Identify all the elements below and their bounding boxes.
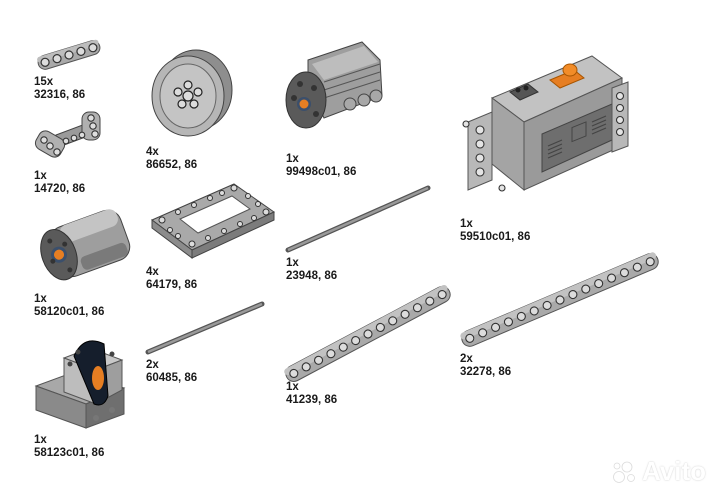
part-qty: 2x bbox=[460, 353, 473, 365]
technic-beam-5-icon bbox=[37, 39, 101, 70]
avito-wordmark: Avito bbox=[642, 456, 707, 486]
part-qty: 2x bbox=[146, 359, 159, 371]
part-label-23948: 1x 23948, 86 bbox=[286, 257, 337, 283]
part-code: 14720, 86 bbox=[34, 183, 86, 195]
axle-short-icon bbox=[145, 301, 265, 355]
technic-beam-13-icon bbox=[284, 284, 451, 382]
medium-motor-icon bbox=[40, 209, 131, 281]
part-label-64179: 4x 64179, 86 bbox=[146, 266, 197, 292]
avito-logo-icon bbox=[613, 461, 635, 483]
part-label-32316: 15x 32316, 86 bbox=[34, 76, 85, 102]
part-code: 60485, 86 bbox=[146, 372, 198, 384]
wheel-rim-icon bbox=[151, 49, 233, 137]
avito-watermark: Avito bbox=[612, 456, 706, 487]
part-qty: 1x bbox=[286, 257, 299, 269]
part-label-59510: 1x 59510c01, 86 bbox=[460, 218, 530, 244]
part-label-14720: 1x 14720, 86 bbox=[34, 170, 85, 196]
part-qty: 1x bbox=[460, 218, 473, 230]
part-qty: 1x bbox=[286, 381, 299, 393]
technic-beam-15-icon bbox=[460, 252, 659, 347]
part-label-58120: 1x 58120c01, 86 bbox=[34, 293, 104, 319]
part-qty: 1x bbox=[286, 153, 299, 165]
part-code: 58123c01, 86 bbox=[34, 447, 105, 459]
part-qty: 1x bbox=[34, 434, 47, 446]
part-label-58123: 1x 58123c01, 86 bbox=[34, 434, 104, 460]
part-code: 32278, 86 bbox=[460, 366, 512, 378]
part-code: 58120c01, 86 bbox=[34, 306, 105, 318]
part-qty: 4x bbox=[146, 146, 159, 158]
part-code: 59510c01, 86 bbox=[460, 231, 531, 243]
part-code: 86652, 86 bbox=[146, 159, 198, 171]
part-code: 99498c01, 86 bbox=[286, 166, 357, 178]
battery-box-icon bbox=[462, 55, 629, 192]
part-label-86652: 4x 86652, 86 bbox=[146, 146, 197, 172]
part-label-99498: 1x 99498c01, 86 bbox=[286, 153, 356, 179]
part-code: 41239, 86 bbox=[286, 394, 338, 406]
ir-receiver-icon bbox=[34, 340, 126, 429]
part-label-41239: 1x 41239, 86 bbox=[286, 381, 337, 407]
part-label-32278: 2x 32278, 86 bbox=[460, 353, 511, 379]
part-qty: 1x bbox=[34, 293, 47, 305]
technic-h-frame-icon bbox=[34, 111, 101, 158]
part-qty: 15x bbox=[34, 76, 54, 88]
large-motor-icon bbox=[285, 41, 383, 129]
part-code: 23948, 86 bbox=[286, 270, 338, 282]
part-code: 64179, 86 bbox=[146, 279, 198, 291]
part-label-60485: 2x 60485, 86 bbox=[146, 359, 197, 385]
part-qty: 4x bbox=[146, 266, 159, 278]
part-code: 32316, 86 bbox=[34, 89, 86, 101]
part-qty: 1x bbox=[34, 170, 47, 182]
axle-long-icon bbox=[285, 185, 431, 253]
technic-frame-5x7-icon bbox=[151, 183, 275, 259]
